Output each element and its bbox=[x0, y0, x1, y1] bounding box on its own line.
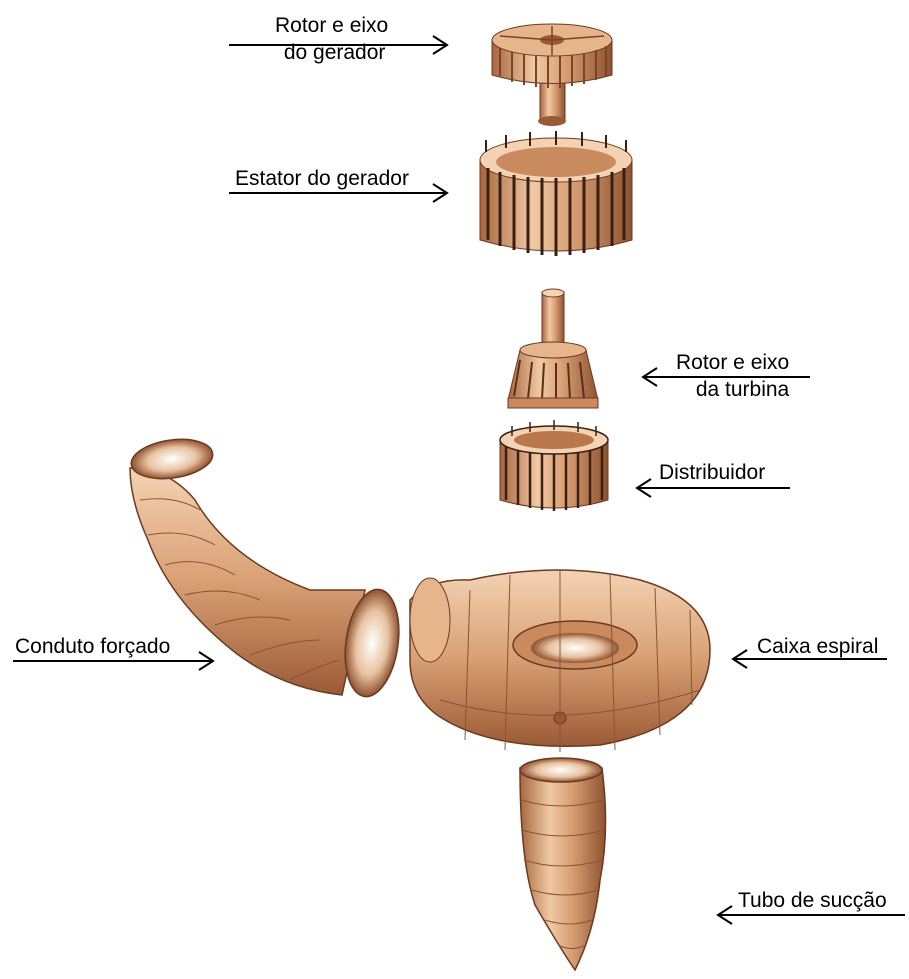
label-rotor-turbina-line1: Rotor e eixo bbox=[676, 349, 789, 376]
label-tubo-succao-text: Tubo de sucção bbox=[738, 887, 887, 914]
label-rotor-gerador-line2: do gerador bbox=[281, 39, 388, 66]
label-distribuidor-text: Distribuidor bbox=[659, 459, 765, 486]
generator-stator bbox=[480, 131, 632, 256]
label-tubo-succao: Tubo de sucção bbox=[738, 887, 887, 914]
label-estator-gerador: Estator do gerador bbox=[235, 165, 409, 192]
label-rotor-gerador: Rotor e eixo do gerador bbox=[275, 12, 388, 66]
draft-tube bbox=[520, 758, 606, 970]
label-conduto-forcado: Conduto forçado bbox=[15, 633, 170, 660]
label-rotor-turbina-line2: da turbina bbox=[676, 376, 789, 403]
label-estator-gerador-text: Estator do gerador bbox=[235, 165, 409, 192]
generator-rotor-shaft bbox=[492, 24, 612, 126]
turbine-rotor-shaft bbox=[508, 289, 598, 408]
distributor bbox=[500, 420, 608, 511]
label-caixa-espiral-text: Caixa espiral bbox=[757, 633, 878, 660]
label-rotor-gerador-line1: Rotor e eixo bbox=[275, 12, 388, 39]
label-rotor-turbina: Rotor e eixo da turbina bbox=[676, 349, 789, 403]
label-distribuidor: Distribuidor bbox=[659, 459, 765, 486]
spiral-case bbox=[410, 570, 710, 752]
label-conduto-forcado-text: Conduto forçado bbox=[15, 633, 170, 660]
label-caixa-espiral: Caixa espiral bbox=[757, 633, 878, 660]
